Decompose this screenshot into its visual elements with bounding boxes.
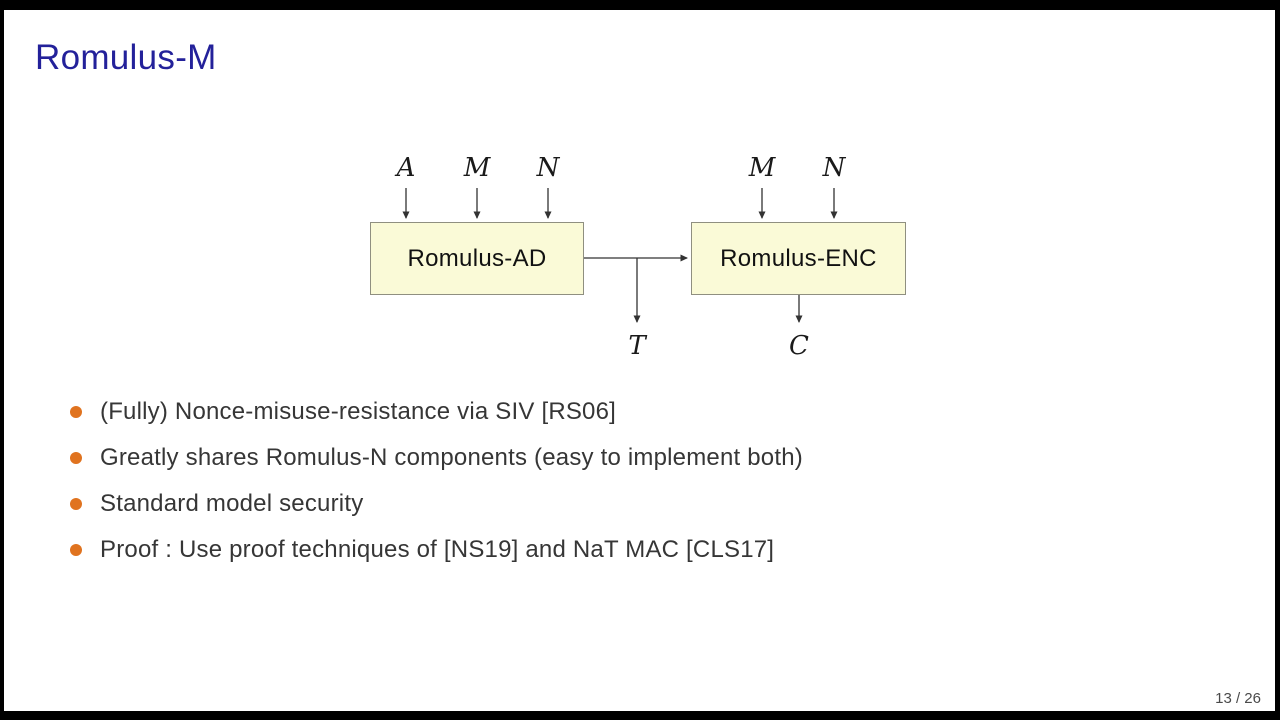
input-label-a: A <box>396 153 416 183</box>
romulus-enc-box: Romulus-ENC <box>691 222 906 295</box>
romulus-ad-label: Romulus-AD <box>407 244 547 272</box>
list-item: (Fully) Nonce-misuse-resistance via SIV … <box>70 389 803 435</box>
page-number: 13 / 26 <box>1215 690 1261 707</box>
bullet-list: (Fully) Nonce-misuse-resistance via SIV … <box>70 389 803 573</box>
bullet-text: (Fully) Nonce-misuse-resistance via SIV … <box>100 398 617 425</box>
input-label-n-enc: N <box>822 153 846 183</box>
bullet-icon <box>70 406 82 418</box>
list-item: Proof : Use proof techniques of [NS19] a… <box>70 527 803 573</box>
romulus-ad-box: Romulus-AD <box>370 222 584 295</box>
presentation-slide: Romulus-M A M N M N Romulus-AD <box>4 10 1275 711</box>
bullet-text: Proof : Use proof techniques of [NS19] a… <box>100 536 775 563</box>
input-label-n-ad: N <box>536 153 560 183</box>
romulus-enc-label: Romulus-ENC <box>720 244 877 272</box>
output-label-ciphertext: C <box>789 331 809 361</box>
diagram-arrows <box>402 188 838 323</box>
output-label-tag: T <box>628 331 646 361</box>
romulus-m-diagram: A M N M N Romulus-AD Romulus-ENC T C <box>4 10 1275 711</box>
bullet-text: Greatly shares Romulus-N components (eas… <box>100 444 803 471</box>
bullet-text: Standard model security <box>100 490 364 517</box>
bullet-icon <box>70 452 82 464</box>
input-label-m-enc: M <box>748 153 776 183</box>
slide-title: Romulus-M <box>35 38 217 77</box>
input-label-m-ad: M <box>463 153 491 183</box>
list-item: Standard model security <box>70 481 803 527</box>
bullet-icon <box>70 498 82 510</box>
list-item: Greatly shares Romulus-N components (eas… <box>70 435 803 481</box>
bullet-icon <box>70 544 82 556</box>
